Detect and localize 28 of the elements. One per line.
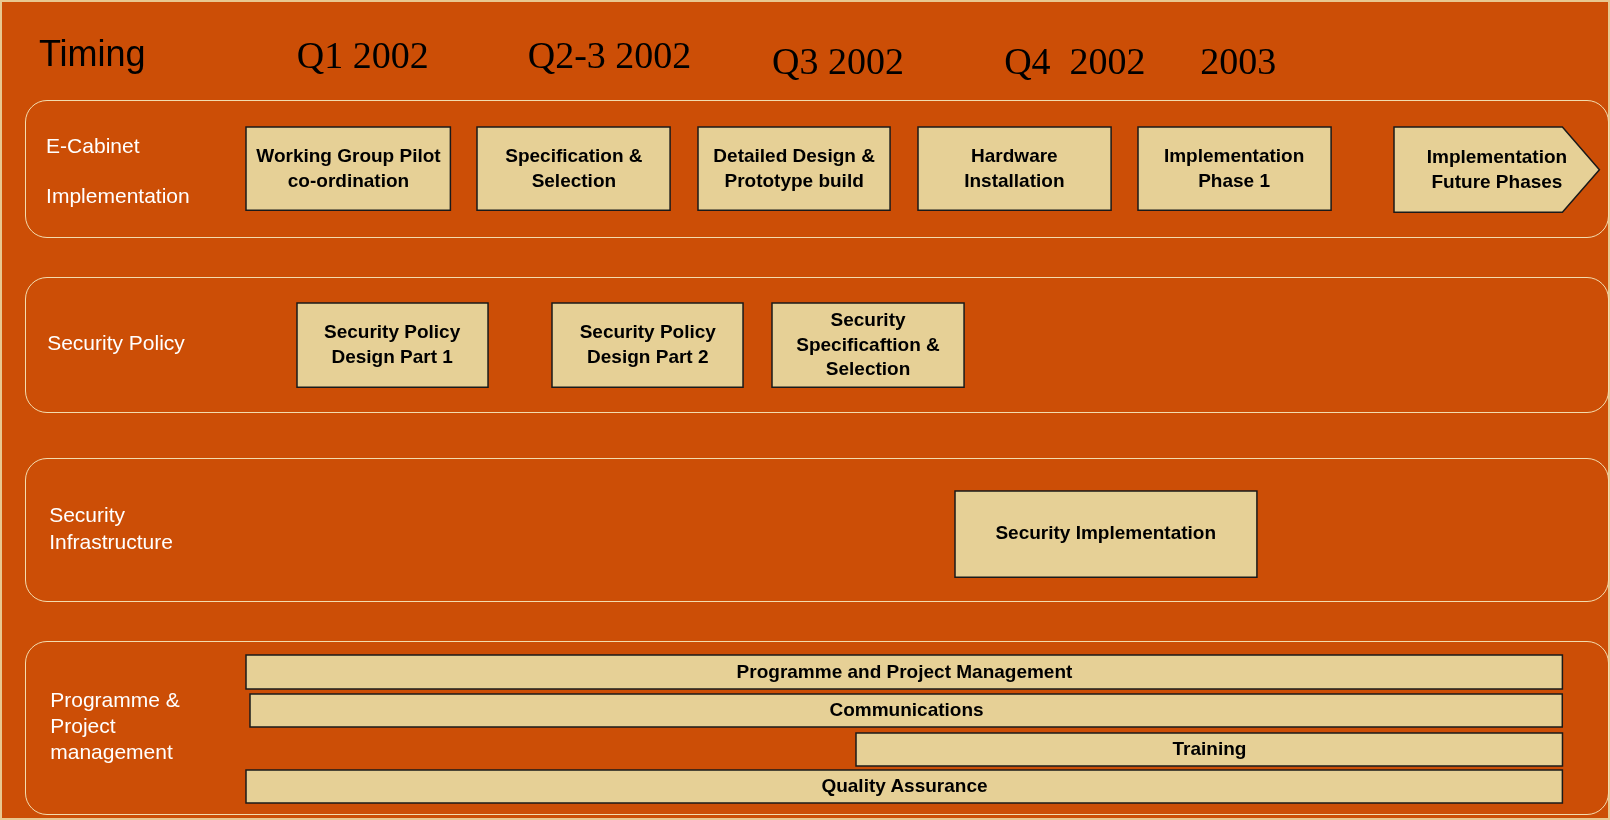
timeline-heading: Q1 2002 (296, 32, 429, 77)
task-bar: Training (855, 732, 1564, 767)
lane-label: Programme & Project management (50, 686, 181, 766)
task-box: Security Policy Design Part 1 (295, 301, 489, 389)
task-box: Implementation Phase 1 (1136, 126, 1332, 212)
timeline-heading: Timing (38, 32, 146, 75)
task-box: Security Policy Design Part 2 (551, 301, 745, 389)
task-box: Hardware Installation (916, 126, 1112, 212)
swimlane-band (24, 99, 1609, 239)
task-bar: Programme and Project Management (245, 653, 1564, 690)
lane-label: Security Infrastructure (49, 502, 174, 556)
arrow-shaped-task: Implementation Future Phases (1393, 126, 1601, 214)
timeline-heading: 2003 (1200, 38, 1277, 83)
task-bar: Quality Assurance (245, 768, 1564, 804)
lane-label: E-Cabinet Implementation (46, 133, 191, 210)
task-box: Specification & Selection (476, 126, 672, 212)
task-bar: Communications (249, 693, 1564, 728)
swimlane-band (24, 277, 1609, 413)
lane-label: Security Policy (47, 329, 186, 355)
swimlane-band (24, 640, 1609, 816)
task-box: Detailed Design & Prototype build (697, 126, 892, 212)
task-box: Security Implementation (953, 489, 1258, 578)
timeline-heading: Q4 2002 (1004, 38, 1146, 83)
timeline-heading: Q3 2002 (772, 38, 905, 83)
timeline-heading: Q2-3 2002 (527, 32, 692, 77)
task-box: Working Group Pilot co-ordination (245, 126, 452, 212)
swimlane-band (24, 457, 1609, 602)
task-box: Security Specificaftion & Selection (771, 301, 966, 389)
